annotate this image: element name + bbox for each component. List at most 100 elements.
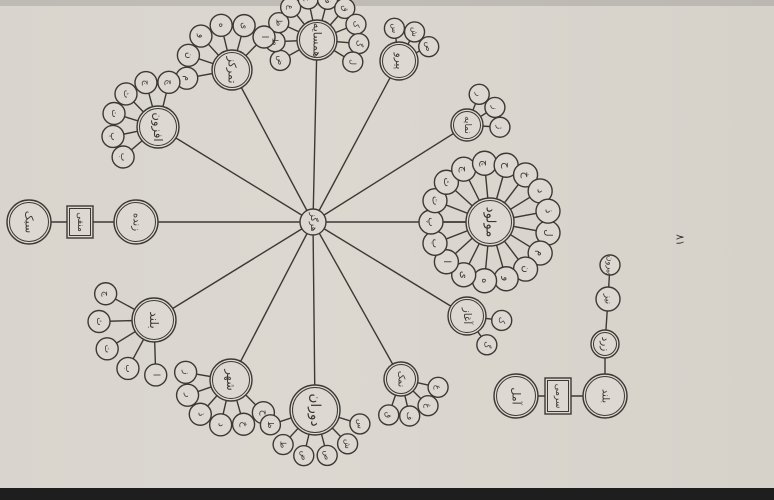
side-chain-label: زرد xyxy=(599,337,611,352)
hub-label: آغاز xyxy=(461,307,474,326)
bottom-chain-connector-label: سرمی xyxy=(553,384,563,409)
hub-label: همسایه xyxy=(311,23,324,57)
leaf-label: ث xyxy=(121,90,131,98)
spoke-line xyxy=(313,61,399,222)
leaf-label: پ xyxy=(426,217,437,226)
side-chain-label: نیز xyxy=(603,293,614,304)
leaf-label: ژ xyxy=(495,124,504,129)
leaf-label: ف xyxy=(323,0,332,4)
leaf-label: ه xyxy=(479,278,490,283)
leaf-label: ع xyxy=(434,385,443,390)
leaf-label: ا xyxy=(259,36,269,39)
leaf-label: ل xyxy=(348,59,357,65)
leaf-label: ن xyxy=(183,52,193,59)
leaf-label: ح xyxy=(501,162,512,169)
leaf-label: چ xyxy=(479,160,490,167)
leaf-label: ط xyxy=(271,38,280,45)
leaf-label: ر xyxy=(183,392,193,397)
leaf-label: ذ xyxy=(542,209,553,213)
leaf-label: غ xyxy=(304,0,313,2)
hub-label: افزون xyxy=(150,112,165,141)
spoke-line xyxy=(313,222,315,410)
leaf-label: ح xyxy=(258,410,268,416)
leaf-label: س xyxy=(355,419,364,429)
leaf-label: ز xyxy=(181,369,191,374)
leaf-label: ف xyxy=(405,412,414,420)
side-chain-label: بیرون xyxy=(606,256,615,275)
leaf-label: ه xyxy=(216,23,226,28)
spoke-line xyxy=(313,222,401,379)
hub-label: پیرو xyxy=(393,52,405,70)
leaf-label: ع xyxy=(286,5,295,10)
bottom-chain-result-label: آمل xyxy=(510,387,524,405)
leaf-label: ک xyxy=(497,317,506,325)
leaf-label: ش xyxy=(410,27,419,37)
top-chain-result-label: سبک xyxy=(23,211,36,233)
leaf-label: ش xyxy=(343,439,352,449)
leaf-label: ق xyxy=(384,412,393,418)
leaf-label: ج xyxy=(101,291,111,297)
hub-label: بلند xyxy=(147,311,161,328)
leaf-label: م xyxy=(535,250,546,256)
leaf-label: ج xyxy=(141,80,151,86)
leaf-label: ظ xyxy=(266,421,275,428)
leaf-label: ق xyxy=(340,5,349,11)
leaf-label: ز xyxy=(490,104,499,109)
leaf-label: ب xyxy=(123,364,133,372)
leaf-label: ی xyxy=(239,22,249,29)
spoke-line xyxy=(231,222,313,380)
leaf-label: ی xyxy=(458,271,469,279)
leaf-label: گ xyxy=(482,341,492,349)
leaf-label: چ xyxy=(164,79,174,85)
leaf-label: ت xyxy=(102,345,112,353)
leaf-label: م xyxy=(182,75,192,81)
leaf-label: ص xyxy=(323,451,332,461)
leaf-label: ج xyxy=(458,166,469,173)
leaf-label: ص xyxy=(424,42,433,52)
spoke-line xyxy=(158,127,313,222)
top-chain-connector-label: منفی xyxy=(75,212,85,232)
leaf-label: ت xyxy=(109,109,119,117)
leaf-label: پ xyxy=(108,132,118,140)
leaf-label: خ xyxy=(239,421,249,427)
leaf-label: ا xyxy=(441,260,452,263)
hub-label: دوران xyxy=(307,393,323,426)
center-label: هرگز xyxy=(308,212,320,232)
leaf-label: ب xyxy=(429,239,440,248)
leaf-label: خ xyxy=(520,172,531,179)
leaf-label: ض xyxy=(276,56,285,66)
hub-label: نمک xyxy=(396,371,407,387)
leaf-label: د xyxy=(535,189,546,193)
hub-label: شهر xyxy=(223,368,238,390)
leaf-label: ذ xyxy=(195,412,205,416)
leaf-label: ط xyxy=(279,441,288,448)
leaf-label: ث xyxy=(441,178,452,187)
leaf-label: ظ xyxy=(274,19,283,26)
spoke-line xyxy=(232,70,313,222)
leaf-label: ر xyxy=(475,91,484,96)
leaf-label: ب xyxy=(118,153,128,161)
leaf-label: س xyxy=(390,23,399,33)
leaf-label: ض xyxy=(299,451,308,461)
leaf-label: ک xyxy=(351,21,360,29)
hub-label: نمایه xyxy=(462,116,472,134)
leaf-label: د xyxy=(216,423,226,427)
page-number: ۸۱ xyxy=(674,234,687,246)
page-bottom-shadow xyxy=(0,488,774,500)
leaf-label: ل xyxy=(542,229,553,236)
hub-label: مولود xyxy=(483,207,498,238)
spoke-line xyxy=(154,222,313,320)
leaf-label: گ xyxy=(354,40,364,48)
leaf-label: ث xyxy=(94,317,104,325)
leaf-label: و xyxy=(501,275,512,281)
bottom-chain-term-label: بلند xyxy=(600,389,611,403)
hub-label: تمرکز xyxy=(226,56,239,84)
spoke-line xyxy=(313,40,317,222)
leaf-label: ن xyxy=(520,265,531,272)
leaf-label: ت xyxy=(429,196,440,205)
leaf-label: غ xyxy=(424,403,433,408)
leaf-label: و xyxy=(196,33,206,38)
top-chain-term-label: زنده xyxy=(131,213,142,231)
